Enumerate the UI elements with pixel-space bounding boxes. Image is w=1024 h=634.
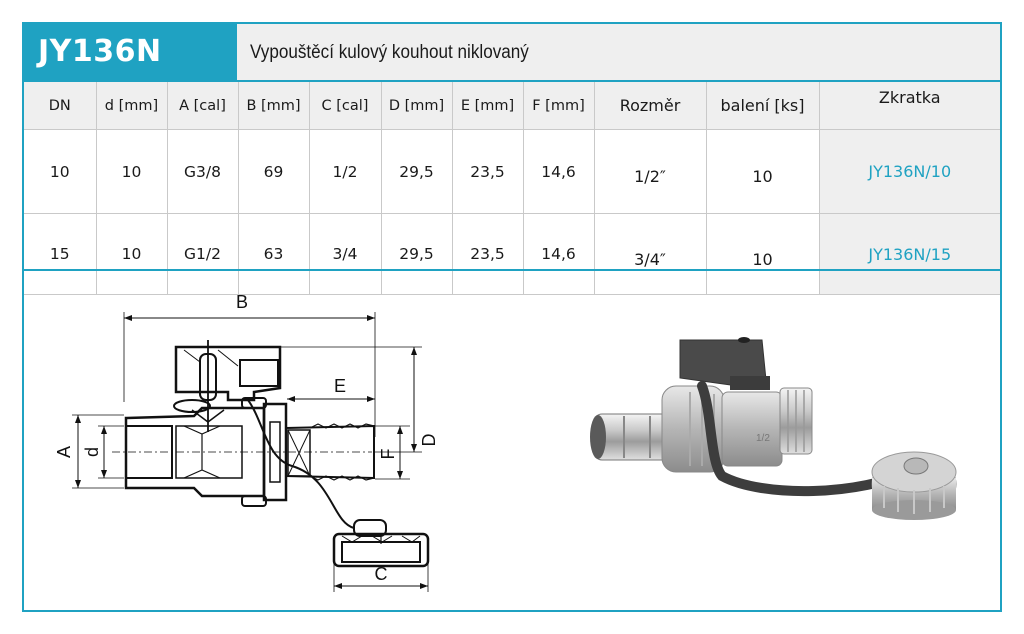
thread-marking: 1/2 bbox=[756, 433, 770, 444]
col-header: Rozměr bbox=[593, 82, 707, 130]
section-divider bbox=[24, 269, 1000, 271]
cell: 3/4″ bbox=[593, 213, 707, 295]
table-header-row: DN d [mm] A [cal] B [mm] C [cal] D [mm] … bbox=[24, 82, 1000, 130]
col-header: C [cal] bbox=[308, 82, 382, 130]
col-header: E [mm] bbox=[451, 82, 524, 130]
col-header: A [cal] bbox=[166, 82, 239, 130]
product-sheet: JY136N Vypouštěcí kulový kouhout niklova… bbox=[22, 22, 1002, 612]
col-header: d [mm] bbox=[95, 82, 168, 130]
cell: 15 bbox=[24, 213, 97, 295]
cell: 29,5 bbox=[380, 213, 453, 295]
cell: 23,5 bbox=[451, 213, 524, 295]
col-header: F [mm] bbox=[522, 82, 595, 130]
dim-label-c: C bbox=[375, 564, 388, 584]
cell: 1/2 bbox=[308, 129, 382, 214]
col-header: DN bbox=[24, 82, 97, 130]
cell: 14,6 bbox=[522, 213, 595, 295]
cell: 10 bbox=[95, 213, 168, 295]
spec-table: DN d [mm] A [cal] B [mm] C [cal] D [mm] … bbox=[24, 82, 1000, 295]
col-header: D [mm] bbox=[380, 82, 453, 130]
dim-label-e: E bbox=[334, 376, 346, 396]
dim-label-d-small: d bbox=[82, 447, 102, 457]
retaining-strap bbox=[697, 381, 917, 497]
cell: 10 bbox=[705, 213, 820, 295]
valve-body bbox=[721, 391, 783, 467]
cell: 23,5 bbox=[451, 129, 524, 214]
dim-label-d: D bbox=[419, 434, 439, 447]
cell: 69 bbox=[237, 129, 310, 214]
dim-label-f: F bbox=[378, 449, 398, 460]
cell: 29,5 bbox=[380, 129, 453, 214]
product-code-link[interactable]: JY136N/15 bbox=[818, 213, 1000, 295]
product-code: JY136N bbox=[24, 24, 237, 80]
product-code-link[interactable]: JY136N/10 bbox=[818, 129, 1000, 214]
technical-drawing: B E D F A d C bbox=[54, 292, 439, 592]
cell: 10 bbox=[95, 129, 168, 214]
cell: 10 bbox=[24, 129, 97, 214]
col-header: balení [ks] bbox=[705, 82, 820, 130]
dim-label-b: B bbox=[236, 292, 248, 312]
table-row: 15 10 G1/2 63 3/4 29,5 23,5 14,6 3/4″ 10… bbox=[24, 213, 1000, 295]
cell: 14,6 bbox=[522, 129, 595, 214]
cell: 3/4 bbox=[308, 213, 382, 295]
cell: G1/2 bbox=[166, 213, 239, 295]
header-bar: JY136N Vypouštěcí kulový kouhout niklova… bbox=[24, 24, 1000, 82]
cell: G3/8 bbox=[166, 129, 239, 214]
product-title: Vypouštěcí kulový kouhout niklovaný bbox=[250, 42, 529, 63]
cell: 1/2″ bbox=[593, 129, 707, 214]
col-header: Zkratka bbox=[818, 82, 1000, 130]
col-header: B [mm] bbox=[237, 82, 310, 130]
product-photo: 1/2 bbox=[590, 337, 957, 520]
table-row: 10 10 G3/8 69 1/2 29,5 23,5 14,6 1/2″ 10… bbox=[24, 129, 1000, 214]
dim-label-a: A bbox=[54, 446, 74, 458]
cell: 63 bbox=[237, 213, 310, 295]
cell: 10 bbox=[705, 129, 820, 214]
